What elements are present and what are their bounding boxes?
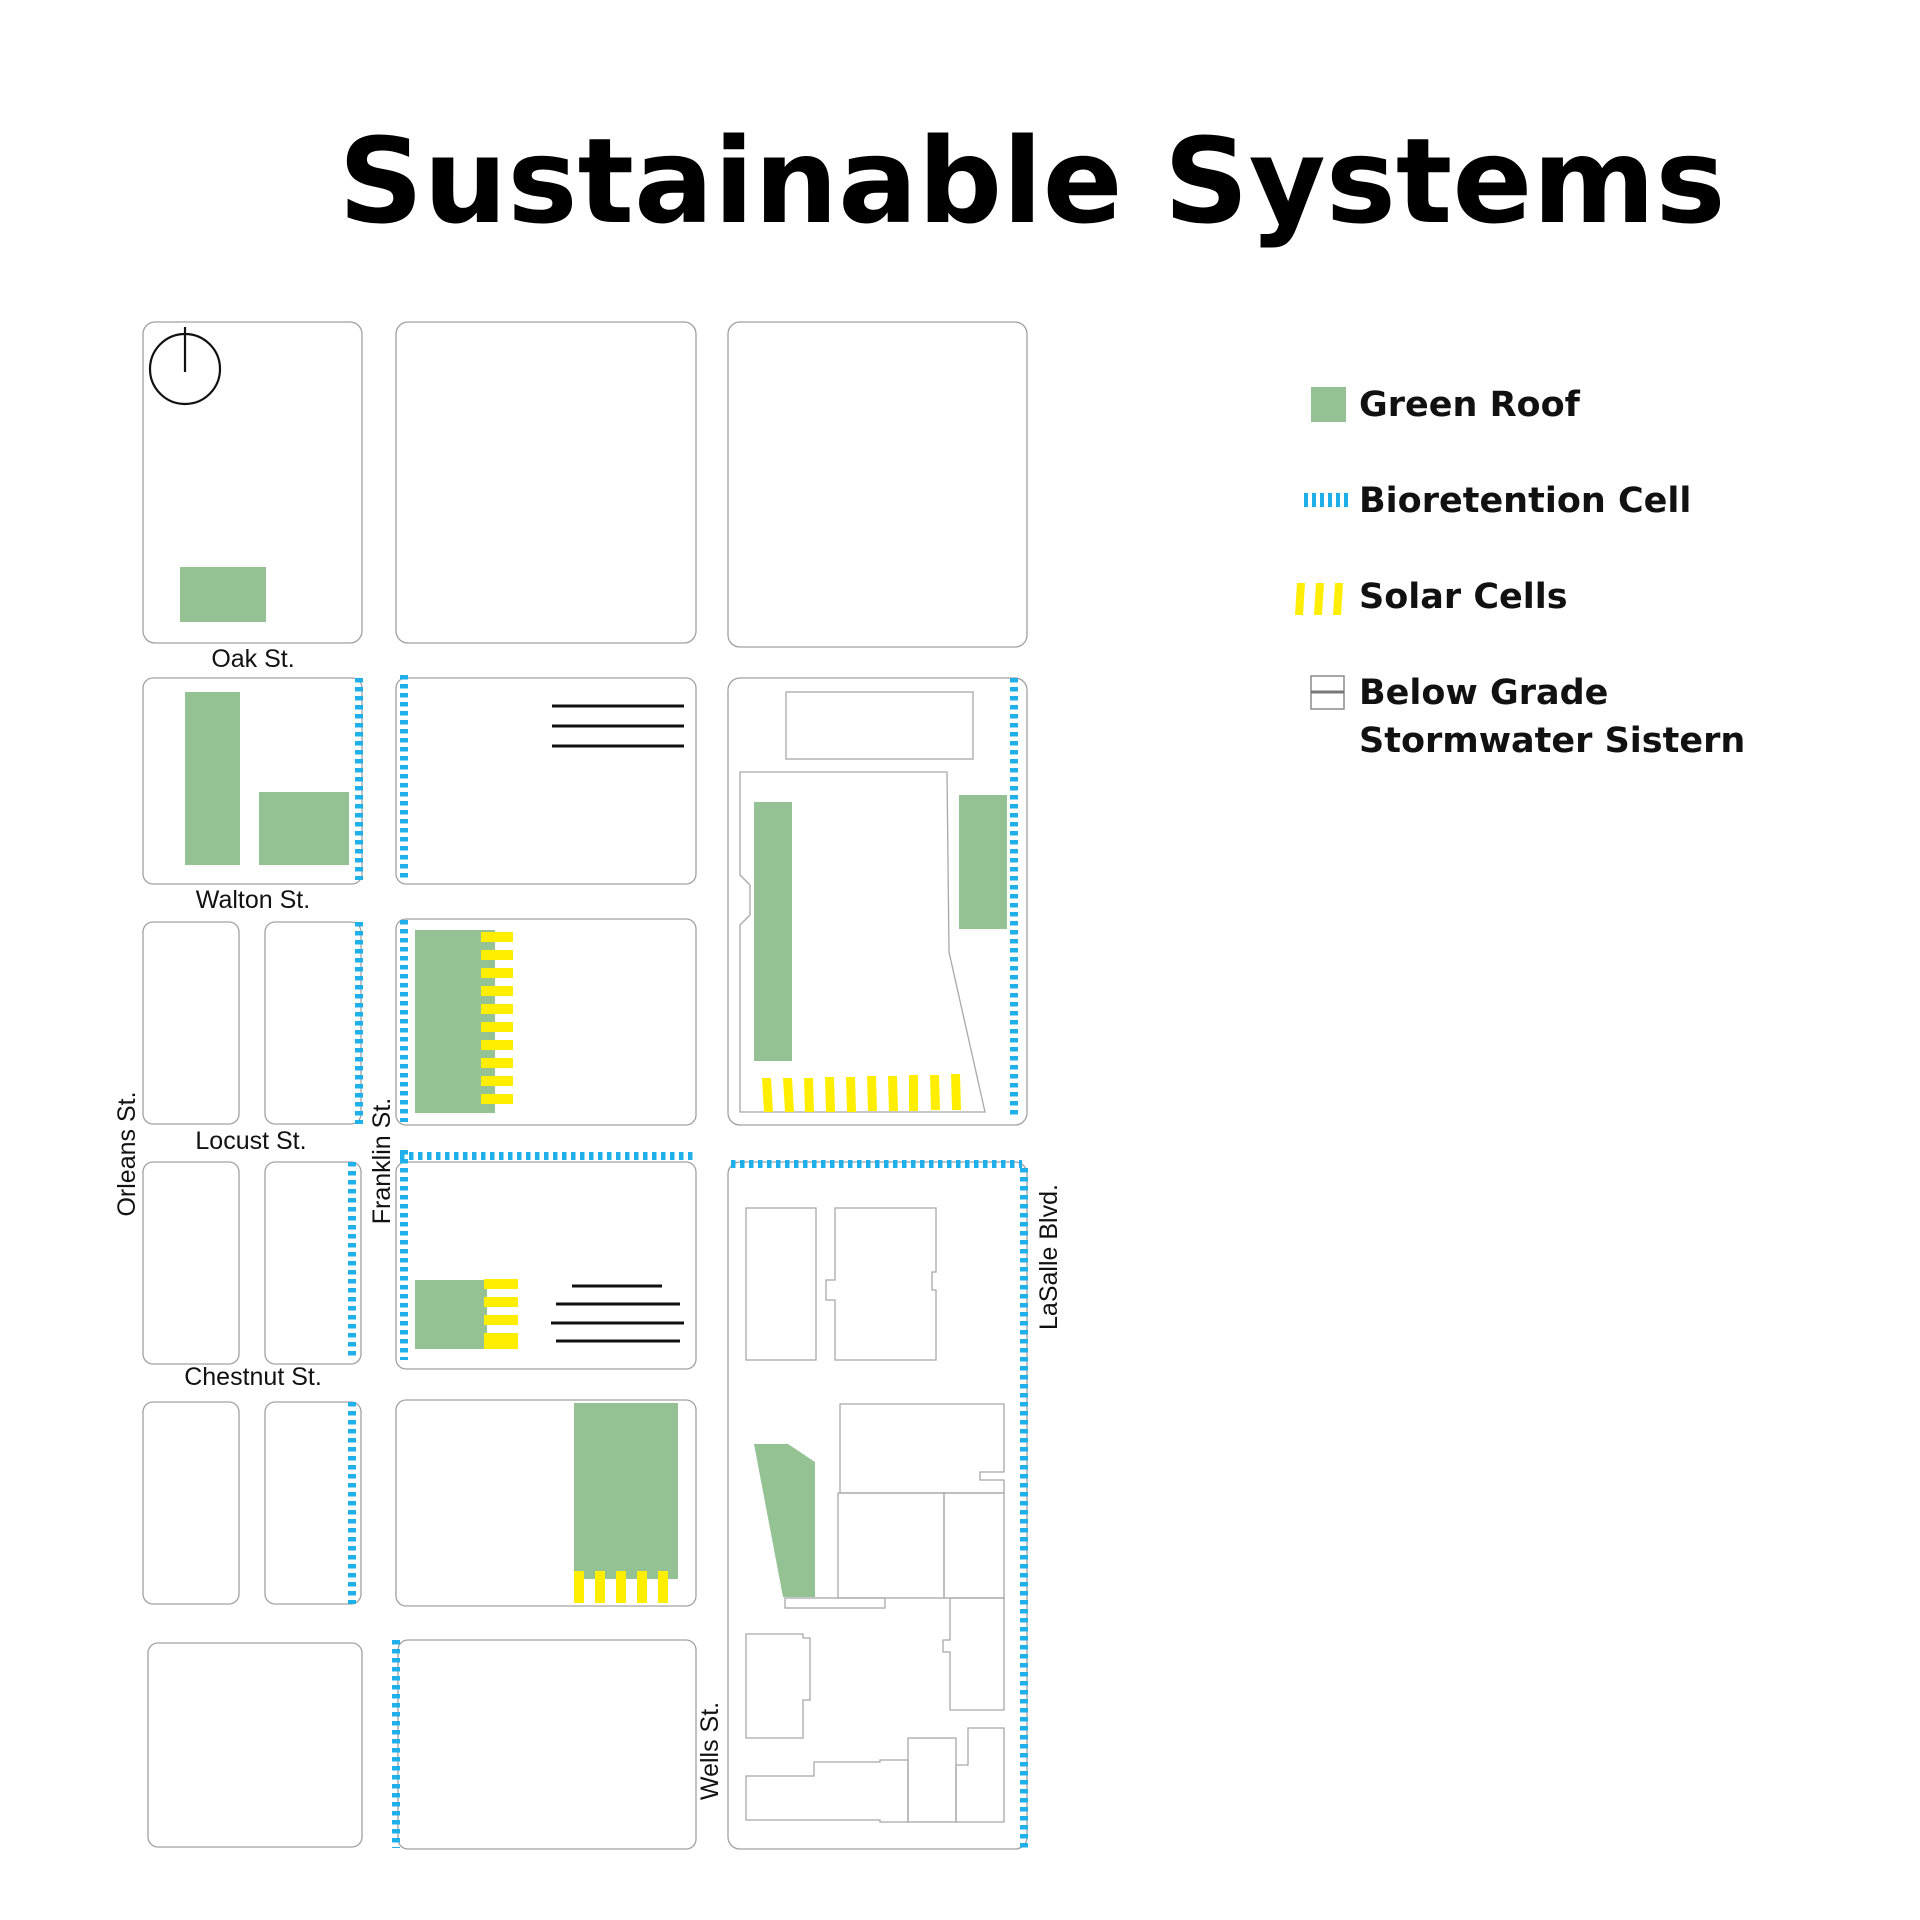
- stormwater-cisterns: [551, 704, 684, 1343]
- page-title: Sustainable Systems: [338, 112, 1725, 250]
- block-south-west-a: [142, 1401, 240, 1605]
- green-roof: [185, 692, 240, 865]
- solar-cell: [484, 1315, 518, 1325]
- block-walton-middle: [395, 677, 697, 885]
- building-outline: [784, 1597, 886, 1609]
- block-south-west-b: [264, 1401, 362, 1605]
- legend-item-bioretention: Bioretention Cell: [1304, 481, 1691, 521]
- solar-cell: [481, 968, 513, 978]
- legend-label-cistern-line2: Stormwater Sistern: [1359, 721, 1745, 761]
- green-roof: [574, 1403, 678, 1579]
- legend-label-solar: Solar Cells: [1359, 577, 1568, 617]
- solar-cell: [930, 1075, 940, 1110]
- solar-cell: [804, 1078, 814, 1112]
- green-roof: [180, 567, 266, 622]
- north-arrow-icon: [148, 327, 222, 406]
- street-label-chestnut: Chestnut St.: [184, 1363, 322, 1391]
- green-roof: [415, 1280, 487, 1349]
- block-locust-west-b: [264, 921, 362, 1125]
- legend-label-bioretention: Bioretention Cell: [1359, 481, 1691, 521]
- legend-swatch-solar: [1295, 583, 1305, 615]
- solar-cell: [825, 1077, 835, 1112]
- solar-cell: [909, 1075, 918, 1111]
- solar-cell: [616, 1571, 626, 1603]
- solar-cell: [658, 1571, 668, 1603]
- building-outline: [785, 691, 974, 760]
- solar-cell: [951, 1074, 961, 1110]
- building-outline: [745, 1207, 817, 1361]
- solar-cell: [484, 1279, 518, 1289]
- legend-swatch-solar: [1314, 583, 1324, 615]
- street-label-oak: Oak St.: [211, 645, 294, 673]
- green-roof: [754, 1444, 815, 1597]
- building-outline: [942, 1597, 1005, 1711]
- green-roof: [259, 792, 349, 865]
- solar-cell: [888, 1076, 898, 1111]
- solar-cell: [481, 950, 513, 960]
- block-locust-west-a: [142, 921, 240, 1125]
- legend-item-cistern: Below Grade Stormwater Sistern: [1310, 673, 1745, 761]
- legend-swatch-green-roof: [1311, 387, 1346, 422]
- block-chestnut-west-a: [142, 1161, 240, 1365]
- solar-cell: [637, 1571, 647, 1603]
- block-bottom-middle: [397, 1639, 697, 1850]
- solar-cell: [484, 1297, 518, 1307]
- solar-cell: [481, 1004, 513, 1014]
- green-roof: [959, 795, 1007, 929]
- solar-cell: [481, 1040, 513, 1050]
- solar-array: [481, 932, 513, 1104]
- block-bottom-west: [147, 1642, 363, 1848]
- solar-cell: [484, 1333, 518, 1343]
- solar-cell: [481, 1022, 513, 1032]
- building-outline: [955, 1727, 1005, 1823]
- bioretention-cells: [348, 675, 1028, 1848]
- street-label-orleans: Orleans St.: [113, 1091, 141, 1216]
- cistern-walton: [552, 704, 684, 748]
- green-roof: [754, 802, 792, 1061]
- solar-cell: [481, 1076, 513, 1086]
- legend: Green Roof Bioretention Cell Solar Cells…: [1295, 385, 1745, 761]
- block-oak-middle: [395, 321, 697, 644]
- legend-swatch-solar: [1333, 583, 1343, 615]
- legend-label-cistern-line1: Below Grade: [1359, 673, 1608, 713]
- solar-cell: [867, 1076, 877, 1111]
- building-outline: [825, 1207, 937, 1361]
- street-label-wells: Wells St.: [696, 1702, 724, 1800]
- street-label-lasalle: LaSalle Blvd.: [1035, 1184, 1063, 1330]
- solar-cell: [481, 1058, 513, 1068]
- block-chestnut-west-b: [264, 1161, 362, 1365]
- street-label-franklin: Franklin St.: [368, 1098, 396, 1224]
- solar-cell: [484, 1341, 518, 1349]
- solar-cell: [481, 1094, 513, 1104]
- legend-item-solar: Solar Cells: [1295, 577, 1568, 617]
- building-footprints: [739, 691, 1005, 1823]
- solar-array: [484, 1279, 518, 1349]
- solar-cell: [595, 1571, 605, 1603]
- building-outline: [745, 1633, 811, 1739]
- street-label-locust: Locust St.: [195, 1127, 306, 1155]
- green-roofs: [180, 567, 1007, 1597]
- block-east-upper: [727, 677, 1028, 1126]
- solar-cell: [481, 986, 513, 996]
- solar-cell: [783, 1078, 794, 1112]
- solar-array: [574, 1571, 668, 1603]
- solar-cell: [762, 1078, 773, 1112]
- legend-item-green-roof: Green Roof: [1311, 385, 1581, 425]
- building-outline: [739, 771, 986, 1113]
- legend-label-green-roof: Green Roof: [1359, 385, 1581, 425]
- solar-cell: [481, 932, 513, 942]
- solar-cell: [574, 1571, 584, 1603]
- solar-cells: [481, 932, 961, 1603]
- solar-array: [762, 1074, 961, 1112]
- street-label-walton: Walton St.: [196, 886, 310, 914]
- solar-cell: [846, 1077, 856, 1112]
- cistern-locust: [551, 1284, 684, 1343]
- block-oak-east: [727, 321, 1028, 648]
